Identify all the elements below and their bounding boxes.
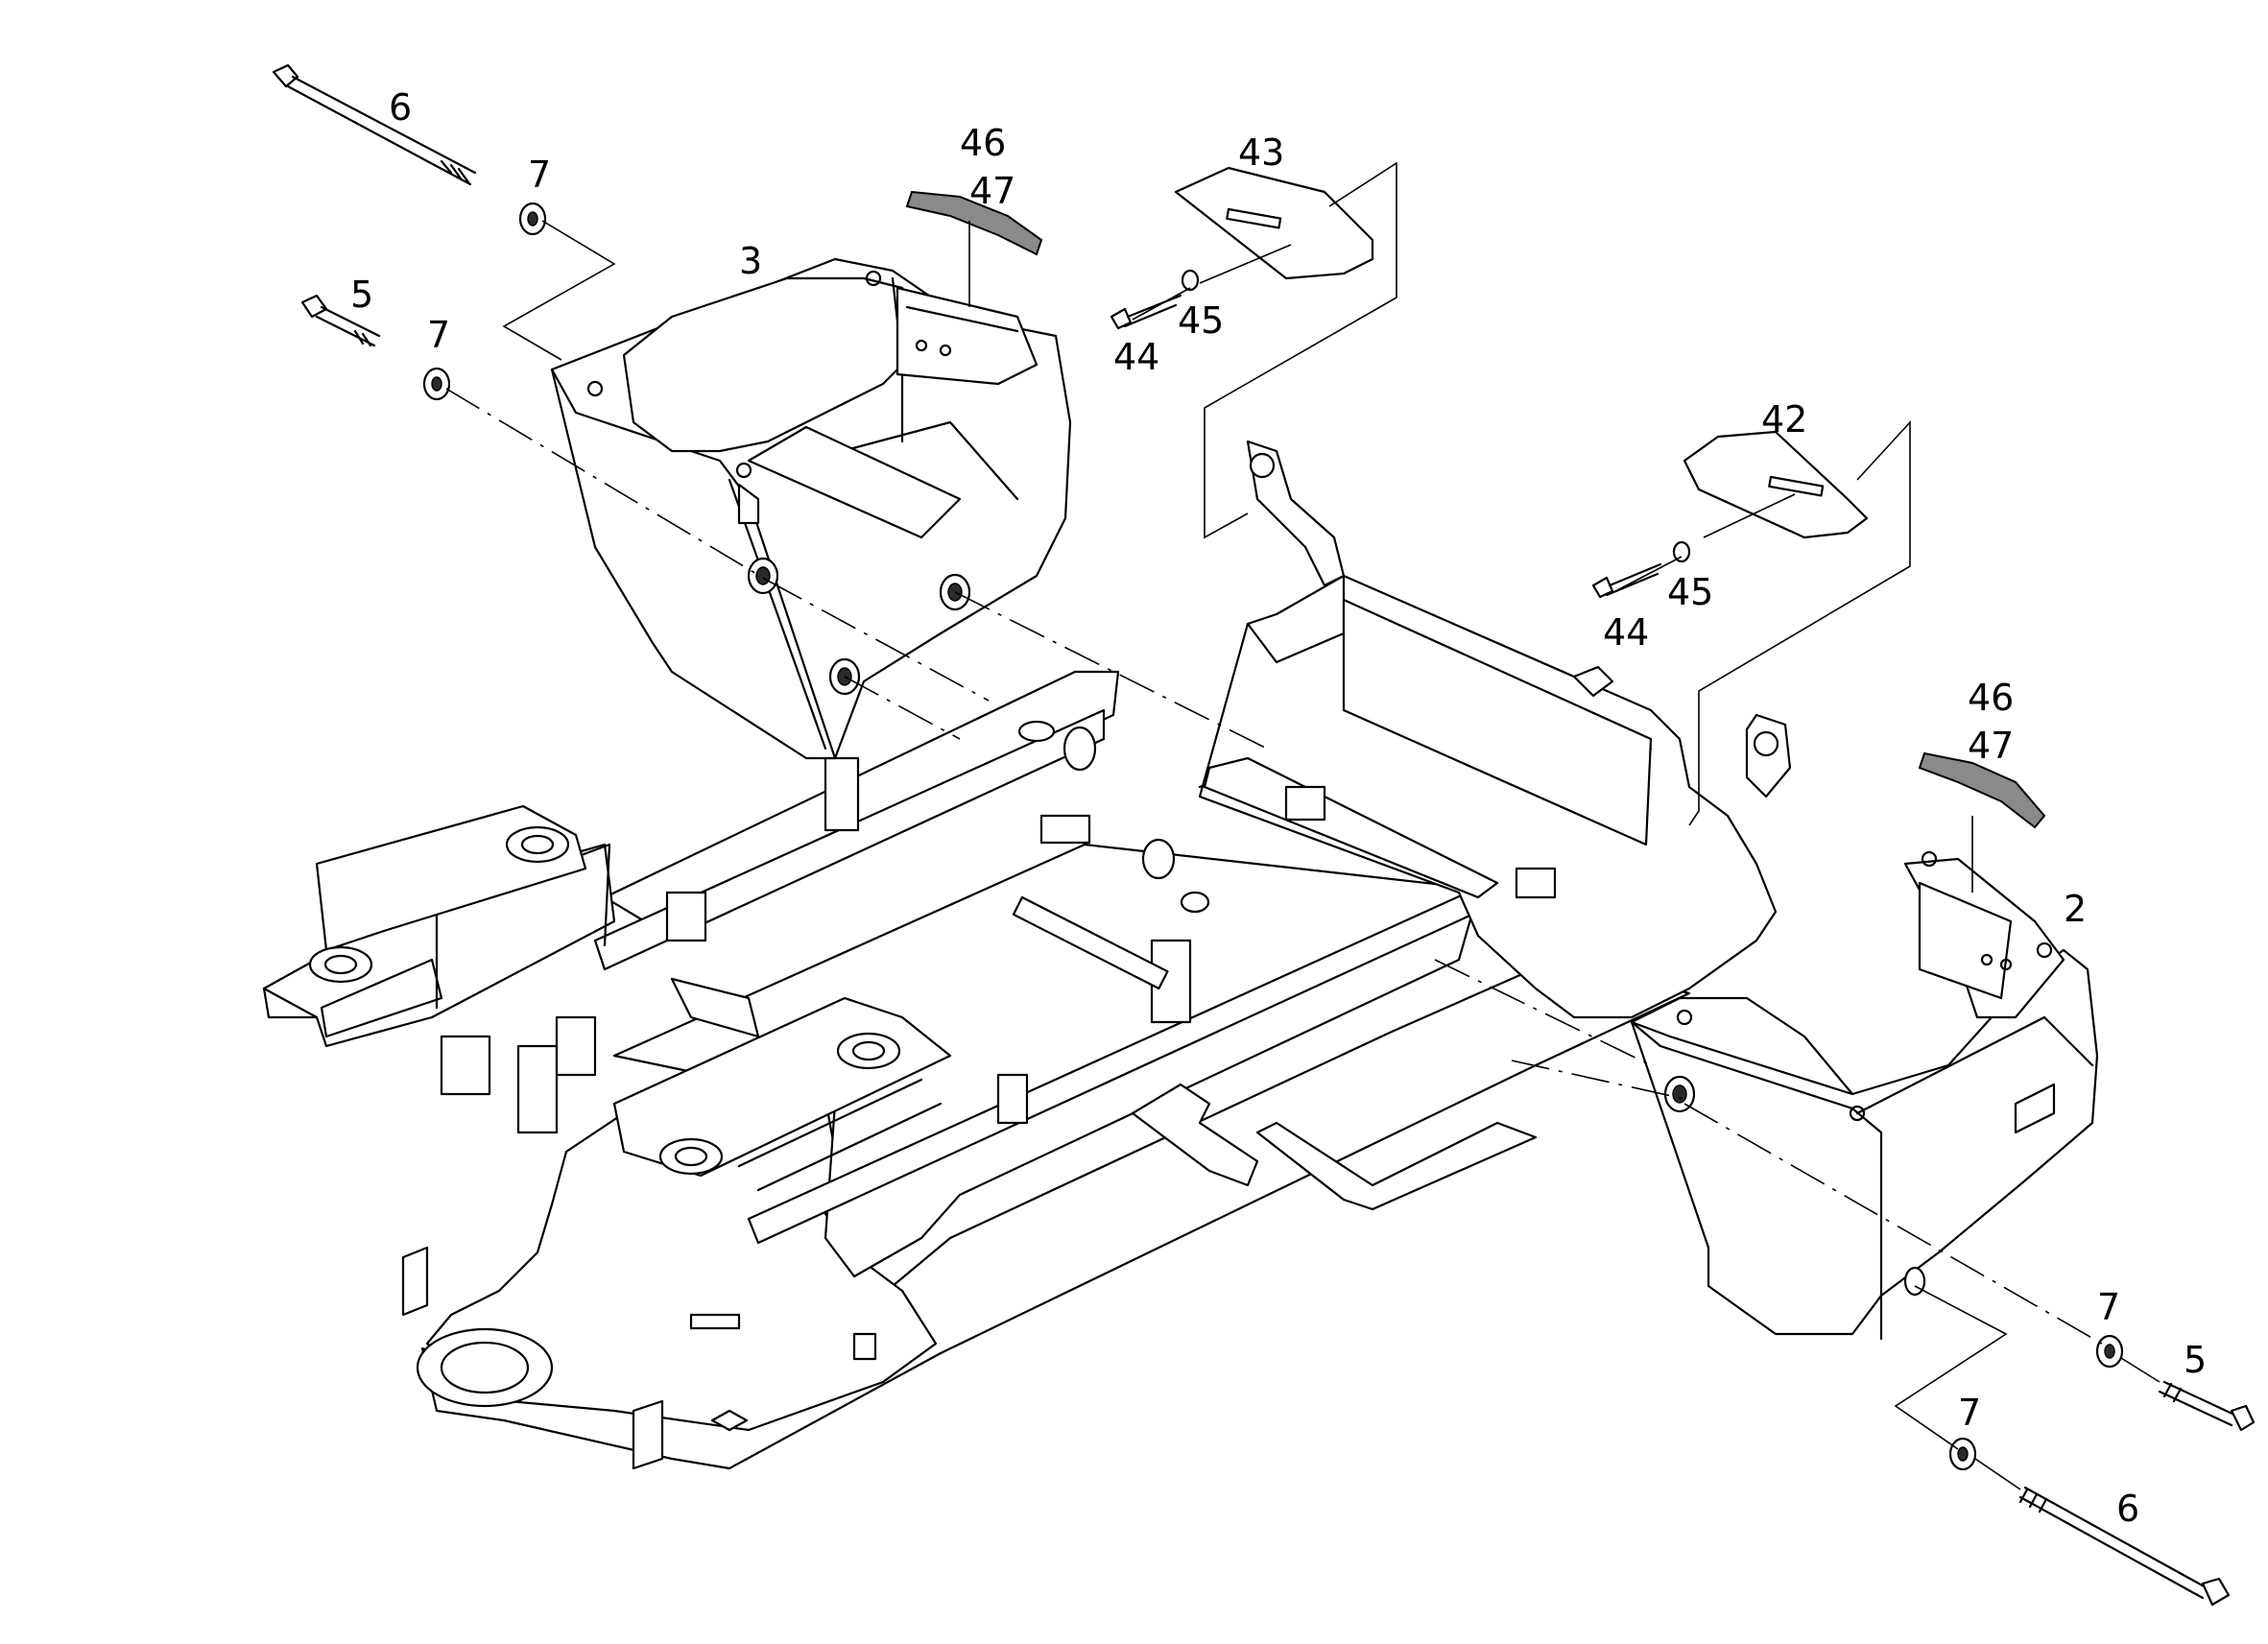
callout-42: 42 [1761, 398, 1807, 441]
callout-45-top: 45 [1178, 299, 1224, 342]
callout-7-bottom-a: 7 [2097, 1286, 2120, 1328]
callout-2: 2 [2064, 888, 2087, 930]
washer-top-part-7a [518, 202, 547, 236]
screw-part-44-top [1110, 294, 1182, 330]
cover-plate-part-43 [1174, 166, 1374, 280]
washer-bottom-part-7b [1948, 1437, 1977, 1471]
short-bolt-top-part-5 [300, 294, 381, 347]
callout-7-top-b: 7 [427, 314, 450, 356]
washer-bottom-part-7a [2095, 1334, 2124, 1369]
lockwasher-part-45-top [1181, 269, 1200, 292]
callout-6-bottom: 6 [2116, 1488, 2139, 1530]
callout-45-mid: 45 [1667, 571, 1713, 613]
callout-47-top: 47 [969, 170, 1015, 212]
callout-43: 43 [1238, 131, 1284, 174]
callout-46-right: 46 [1968, 677, 2014, 719]
rubber-pad-right [1918, 751, 2046, 829]
callout-3: 3 [739, 240, 762, 282]
lockwasher-part-45-mid [1672, 540, 1691, 563]
left-counterweight-part-3 [550, 257, 1072, 760]
leader-lines [445, 161, 2161, 1490]
callout-6-top: 6 [389, 86, 412, 129]
rubber-pad-top [905, 190, 1043, 256]
long-bolt-top-part-6 [272, 63, 477, 186]
cover-plate-part-42 [1683, 430, 1869, 539]
callout-47-right: 47 [1968, 725, 2014, 767]
callout-7-top-a: 7 [528, 154, 551, 196]
callout-5-bottom: 5 [2184, 1339, 2207, 1381]
long-bolt-bottom-part-6 [2018, 1486, 2231, 1607]
right-counterweight-part-2 [1630, 850, 2099, 1341]
callout-44-mid: 44 [1603, 611, 1649, 654]
callout-5-top: 5 [350, 274, 373, 316]
washer-top-part-7b [422, 367, 451, 401]
screw-part-44-mid [1591, 562, 1662, 599]
callout-labels: 6 7 5 7 3 46 47 43 44 45 42 45 44 46 47 … [350, 86, 2207, 1530]
callout-46-top: 46 [960, 122, 1006, 164]
main-frame [262, 440, 1792, 1470]
short-bolt-bottom-part-5 [2158, 1380, 2256, 1432]
callout-7-bottom-b: 7 [1958, 1392, 1981, 1434]
callout-44-top: 44 [1113, 336, 1159, 378]
